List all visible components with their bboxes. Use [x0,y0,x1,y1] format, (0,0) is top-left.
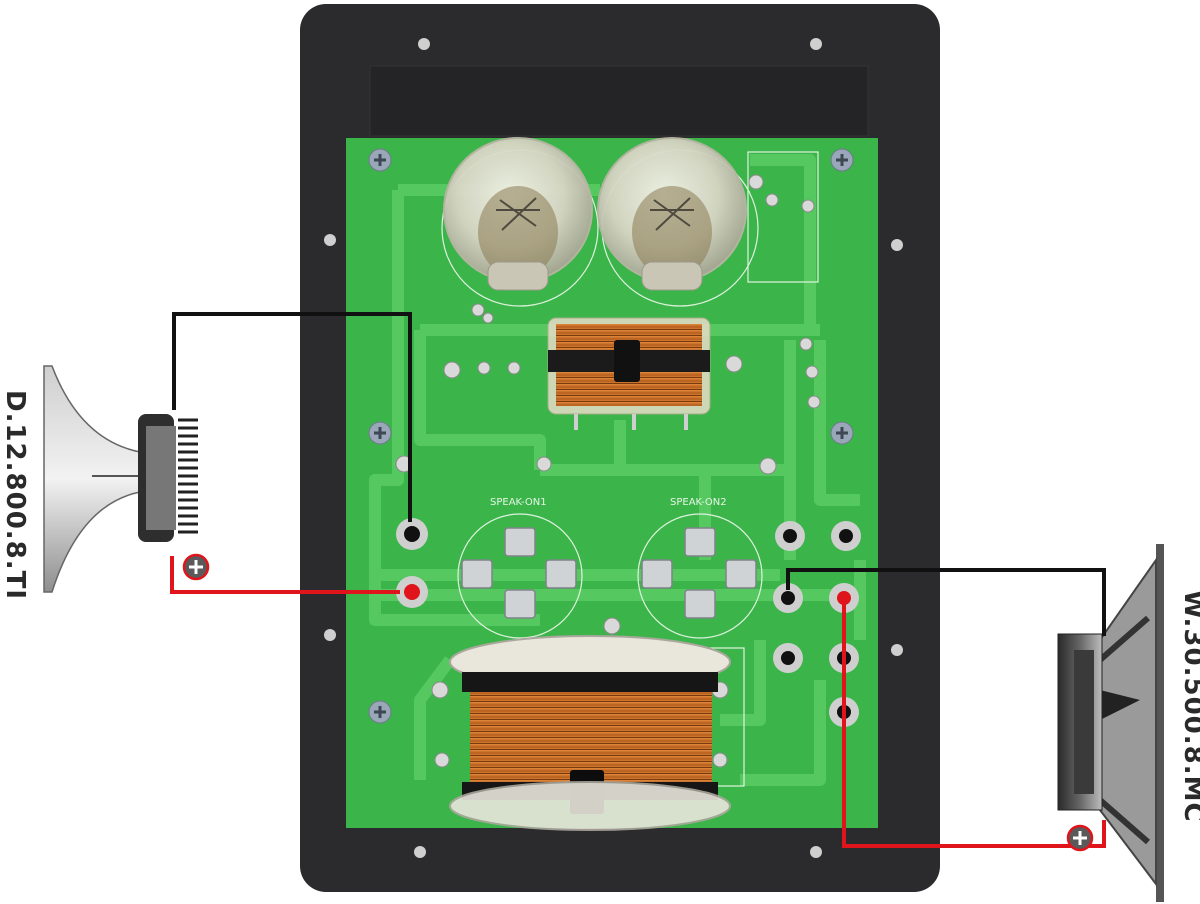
wires [170,312,1106,848]
woofer-label: W.30.500.8.MC [1178,590,1200,823]
small-air-coil [547,317,711,430]
large-air-coil [449,635,731,831]
speakon-connector-1 [461,527,577,619]
woofer-positive-wire [842,600,1106,848]
panel-recess [369,65,869,137]
tweeter-label: D.12.800.8.TI [0,390,30,601]
protection-bulb-2 [597,137,747,291]
tweeter-plus-icon [182,553,210,581]
tweeter-driver [43,365,198,593]
woofer-negative-wire [786,568,1106,636]
woofer-driver [1057,544,1164,902]
tweeter-positive-wire [170,556,400,594]
protection-bulb-1 [443,137,593,291]
connector-1-label: SPEAK-ON1 [490,497,547,508]
woofer-plus-icon [1066,824,1094,852]
connector-2-label: SPEAK-ON2 [670,497,727,508]
panel-screw-holes [324,38,903,858]
terminal-posts [396,518,861,727]
pcb-screws [368,148,854,724]
speakon-connector-2 [641,527,757,619]
tweeter-negative-wire [172,312,412,522]
